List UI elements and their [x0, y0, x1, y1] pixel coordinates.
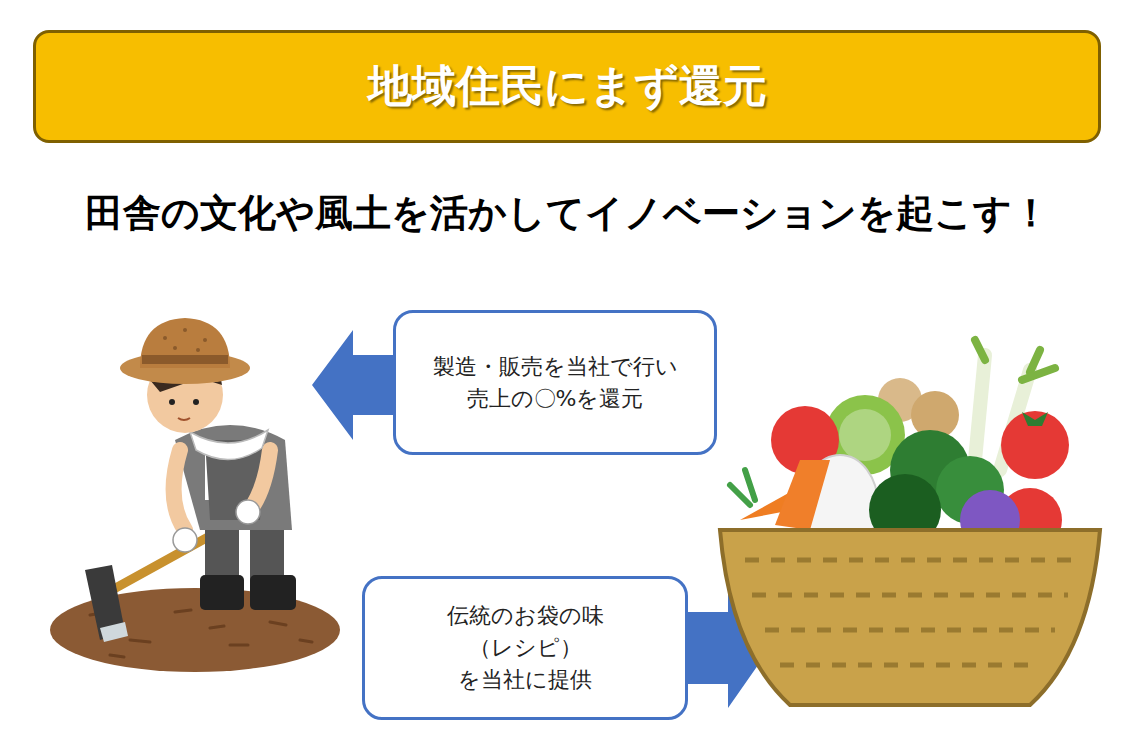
text-box: 伝統のお袋の味（レシピ）を当社に提供 [362, 576, 688, 720]
title-text: 地域住民にまず還元 [368, 57, 767, 116]
subheading: 田舎の文化や風土を活かしてイノベーションを起こす！ [0, 188, 1134, 239]
box-text: 伝統のお袋の味（レシピ）を当社に提供 [447, 600, 604, 696]
title-band: 地域住民にまず還元 [33, 30, 1101, 143]
farmer-figure [50, 318, 340, 672]
text-box: 製造・販売を当社で行い売上の〇%を還元 [393, 310, 717, 455]
left-arrow [312, 330, 393, 440]
vegetable-basket [720, 340, 1100, 705]
box-text: 製造・販売を当社で行い売上の〇%を還元 [433, 351, 678, 415]
